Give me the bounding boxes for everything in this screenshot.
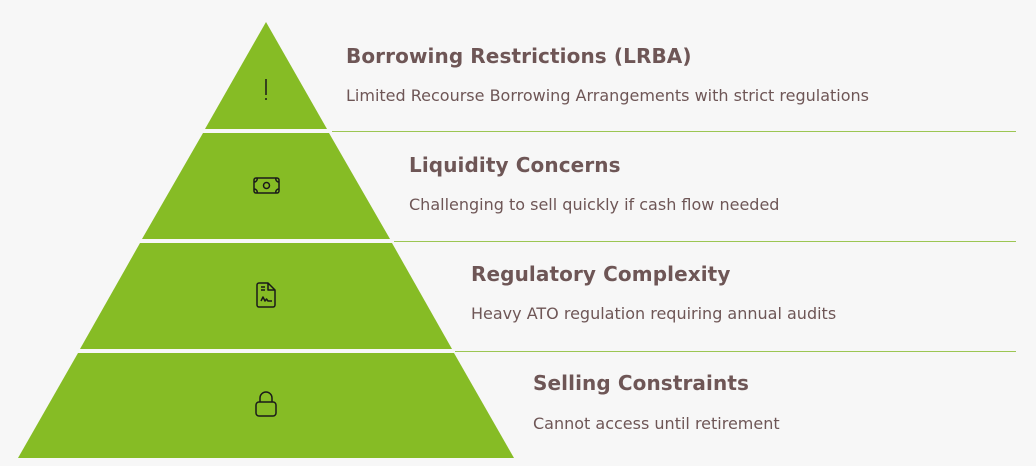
pyramid-tier-3 <box>80 243 452 349</box>
tier-description: Challenging to sell quickly if cash flow… <box>409 195 780 214</box>
tier-title: Borrowing Restrictions (LRBA) <box>346 44 692 68</box>
tier-title: Selling Constraints <box>533 371 749 395</box>
tier-description: Limited Recourse Borrowing Arrangements … <box>346 86 870 105</box>
divider <box>332 131 1016 132</box>
tier-description: Heavy ATO regulation requiring annual au… <box>471 304 837 323</box>
lock-icon <box>255 391 277 417</box>
divider <box>394 241 1016 242</box>
divider <box>455 351 1016 352</box>
tier-description: Cannot access until retirement <box>533 414 780 433</box>
pyramid-tier-4 <box>18 353 514 458</box>
exclamation-icon <box>265 79 267 100</box>
pyramid-tier-1 <box>205 22 327 129</box>
banknote-icon <box>253 177 280 194</box>
document-signature-icon <box>256 282 276 308</box>
tier-title: Regulatory Complexity <box>471 262 731 286</box>
pyramid-tier-2 <box>142 133 390 239</box>
tier-title: Liquidity Concerns <box>409 153 621 177</box>
